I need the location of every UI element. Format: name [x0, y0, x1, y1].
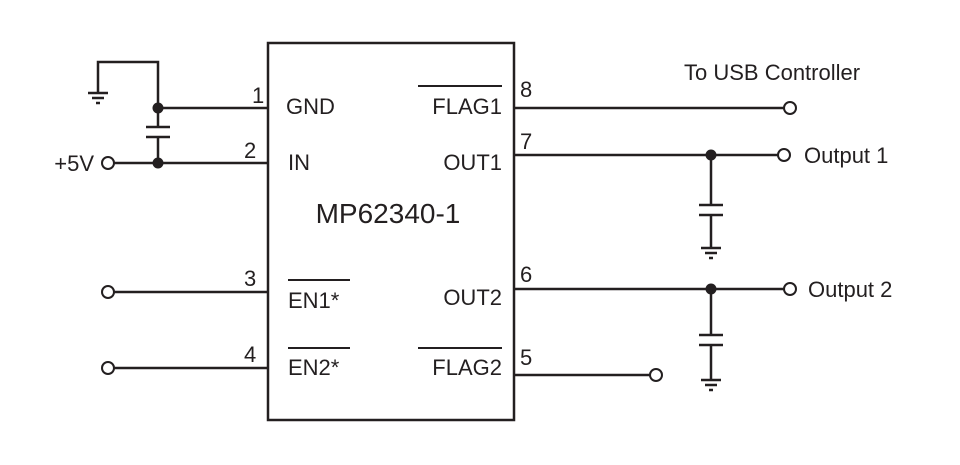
pin-number: 4	[244, 342, 256, 367]
pin-name: OUT1	[443, 150, 502, 175]
terminal-icon[interactable]	[783, 101, 797, 115]
pin-name: OUT2	[443, 285, 502, 310]
pin-name: EN1*	[288, 288, 340, 313]
pin-number: 1	[252, 83, 264, 108]
flag1-net: To USB Controller	[514, 60, 860, 115]
pin-name: FLAG1	[432, 94, 502, 119]
out2-net: Output 2	[514, 277, 892, 392]
usb-controller-label: To USB Controller	[684, 60, 860, 85]
pin-name: FLAG2	[432, 355, 502, 380]
terminal-icon[interactable]	[101, 361, 115, 375]
pin-number: 2	[244, 138, 256, 163]
pin-number: 7	[520, 129, 532, 154]
terminal-icon[interactable]	[101, 285, 115, 299]
pin-name: EN2*	[288, 355, 340, 380]
output-capacitor-icon	[699, 333, 723, 347]
supply-label: +5V	[54, 151, 94, 176]
out1-net: Output 1	[514, 143, 888, 260]
pin-number: 3	[244, 266, 256, 291]
pin-number: 6	[520, 262, 532, 287]
input-capacitor-icon	[146, 125, 170, 139]
pin-name: IN	[288, 150, 310, 175]
flag2-net	[514, 368, 663, 382]
junction-dot-icon	[152, 102, 164, 114]
terminal-icon[interactable]	[101, 156, 115, 170]
part-number: MP62340-1	[316, 198, 461, 229]
pin-number: 8	[520, 77, 532, 102]
ground-bypass-network	[88, 60, 268, 169]
output1-label: Output 1	[804, 143, 888, 168]
ground-symbol-icon	[701, 378, 721, 392]
pin-number: 5	[520, 345, 532, 370]
terminal-icon[interactable]	[783, 282, 797, 296]
terminal-icon[interactable]	[649, 368, 663, 382]
en2-input	[101, 361, 268, 375]
terminal-icon[interactable]	[777, 148, 791, 162]
output2-label: Output 2	[808, 277, 892, 302]
ground-symbol-icon	[88, 91, 108, 105]
ground-symbol-icon	[701, 246, 721, 260]
pin-name: GND	[286, 94, 335, 119]
en1-input	[101, 285, 268, 299]
gnd-return-wire	[96, 60, 160, 108]
supply-input: +5V	[54, 151, 268, 176]
ic-body	[266, 41, 516, 422]
output-capacitor-icon	[699, 203, 723, 217]
